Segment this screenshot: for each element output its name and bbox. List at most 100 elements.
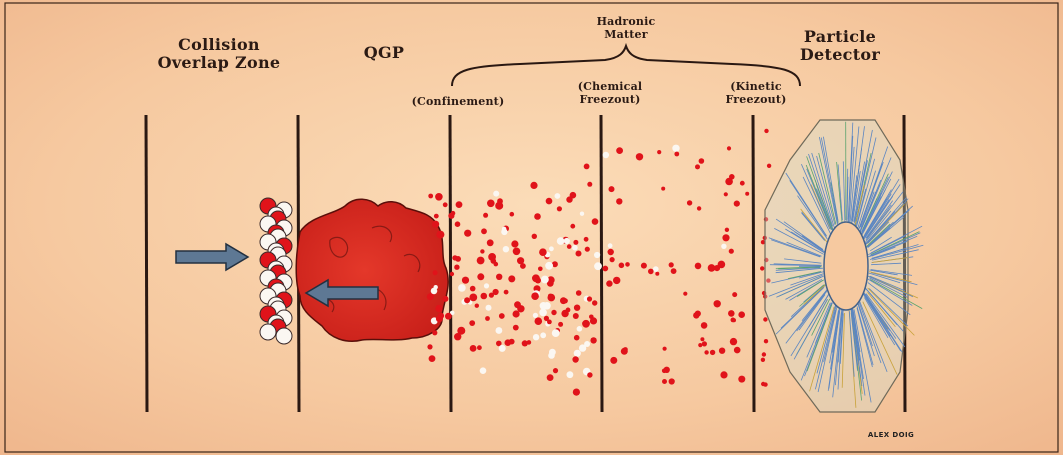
hadron-particle (576, 290, 582, 296)
hadron-particle (653, 266, 659, 272)
hadron-particle (674, 152, 679, 157)
hadron-particle (734, 201, 740, 207)
hadron-particle (564, 238, 570, 244)
hadron-particle (549, 349, 556, 356)
hadron-particle (661, 187, 665, 191)
hadron-particle (636, 153, 643, 160)
hadron-particle (454, 265, 459, 270)
hadron-particle (725, 178, 733, 186)
hadron-particle (547, 374, 554, 381)
collision-overlap-zone-label: Collision Overlap Zone (156, 36, 282, 73)
qgp-blob (296, 199, 448, 341)
hadron-particle (545, 262, 553, 270)
hadron-particle (488, 253, 496, 261)
hadron-particle (434, 214, 439, 219)
hadron-particle (720, 371, 727, 378)
hadron-particle (738, 311, 745, 318)
qgp-label-text: QGP (344, 44, 424, 62)
hadron-particle (481, 293, 488, 300)
hadron-particle (509, 339, 515, 345)
hadron-particle (553, 368, 558, 373)
hadron-particle (701, 322, 708, 329)
hadron-particle (503, 246, 509, 252)
hadron-particle (540, 332, 546, 338)
hadron-particle (573, 240, 578, 245)
hadron-particle (730, 338, 737, 345)
hadron-particle (671, 268, 677, 274)
hadron-particle (616, 147, 623, 154)
hadron-particle (429, 355, 436, 362)
hadron-particle (483, 213, 488, 218)
hadron-particle (533, 334, 539, 340)
nucleon (276, 328, 292, 344)
hadron-particle (486, 305, 492, 311)
hadron-particle (496, 327, 503, 334)
hadron-particle (541, 276, 549, 284)
hadron-particle (587, 372, 592, 377)
collision-label-line2: Overlap Zone (156, 54, 282, 72)
hadron-particle (499, 345, 506, 352)
hadron-particle (497, 198, 503, 204)
hadron-particle (470, 286, 476, 292)
chemical-label-line1: (Chemical (560, 81, 660, 94)
hadron-particle (451, 211, 456, 216)
hadron-particle (470, 345, 477, 352)
hadron-particle (560, 297, 567, 304)
chemical-freezout-label: (Chemical Freezout) (560, 81, 660, 106)
hadron-particle (623, 347, 628, 352)
stage-line-3 (450, 115, 451, 412)
hadronic-matter-label: Hadronic Matter (580, 16, 672, 41)
hadron-particle (464, 297, 470, 303)
hadron-particle (530, 182, 537, 189)
hadron-particle (606, 280, 612, 286)
kinetic-freezout-label: (Kinetic Freezout) (710, 81, 802, 106)
hadron-particle (728, 310, 735, 317)
hadron-particle (573, 313, 579, 319)
hadron-particle (610, 257, 615, 262)
hadron-particle (669, 378, 675, 384)
hadron-particle (641, 263, 647, 269)
hadron-particle (477, 273, 484, 280)
hadron-particle (513, 325, 519, 331)
artist-signature: ALEX DOIG (856, 431, 926, 439)
hadron-particle (616, 198, 622, 204)
hadronic-label-line1: Hadronic (580, 16, 672, 29)
hadron-particle (511, 240, 518, 247)
hadron-particle (695, 263, 702, 270)
hadron-particle (480, 367, 487, 374)
hadron-particle (669, 262, 674, 267)
hadron-particle (435, 193, 443, 201)
detector-beam-hole (824, 222, 868, 310)
hadron-particle (534, 213, 541, 220)
hadron-particle (477, 257, 485, 265)
hadron-particle (499, 313, 505, 319)
hadron-particle (760, 266, 764, 270)
hadron-particle (435, 305, 442, 312)
hadron-particle (577, 326, 583, 332)
hadron-particle (489, 293, 494, 298)
hadron-particle (570, 224, 575, 229)
hadron-particle (481, 228, 487, 234)
hadron-particle (608, 249, 614, 255)
hadron-particle (602, 266, 608, 272)
hadron-particle (695, 164, 700, 169)
hadron-particle (494, 262, 499, 267)
hadron-particle (433, 270, 438, 275)
hadron-particle (567, 244, 572, 249)
chemical-label-line2: Freezout) (560, 94, 660, 107)
confinement-label-text: (Confinement) (398, 96, 518, 109)
hadron-particle (487, 239, 494, 246)
hadron-particle (450, 272, 454, 276)
hadron-particle (464, 230, 471, 237)
hadron-particle (587, 296, 592, 301)
artist-signature-text: ALEX DOIG (868, 431, 914, 439)
hadron-particle (436, 315, 443, 322)
hadron-particle (725, 228, 729, 232)
hadron-particle (721, 244, 726, 249)
hadron-particle (566, 308, 571, 313)
hadron-particle (687, 200, 692, 205)
particle-detector-icon (765, 120, 923, 412)
hadron-particle (557, 237, 565, 245)
hadron-particle (532, 234, 537, 239)
hadron-particle (763, 382, 767, 386)
